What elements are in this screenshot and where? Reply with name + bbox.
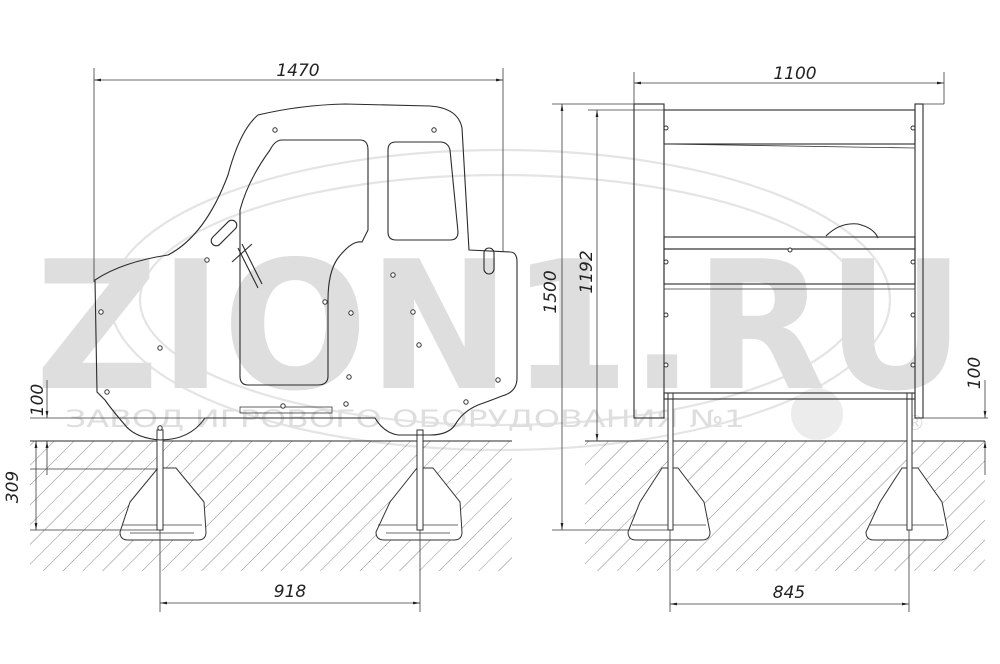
- side-steering-wheel-icon: [825, 223, 879, 239]
- dimension-labels: 1470 918 100 309 1100 1500 1192 100 845: [3, 61, 985, 603]
- cab-panel-outline: [94, 103, 518, 441]
- bolt-holes-front: [98, 127, 501, 431]
- post-front-right: [416, 429, 424, 531]
- watermark-tagline: ЗАВОД ИГРОВОГО ОБОРУДОВАНИЯ №1: [65, 405, 745, 433]
- handle-right: [483, 247, 495, 275]
- watermark-circle-icon: [791, 388, 843, 440]
- post-side-right: [906, 392, 913, 531]
- steering-wheel-icon: [231, 243, 263, 289]
- ground-section: [30, 440, 985, 571]
- dim-ground-clearance-right: 100: [965, 357, 985, 389]
- post-front-left: [156, 429, 164, 531]
- post-side-left: [667, 392, 674, 531]
- floor-board: [663, 392, 916, 400]
- side-window: [387, 141, 459, 241]
- dim-post-spacing-front: 918: [274, 582, 307, 602]
- dim-burial-depth: 309: [3, 471, 23, 503]
- dimension-lines-side: [552, 72, 988, 612]
- handle-left: [210, 219, 238, 247]
- roof-board: [663, 109, 916, 145]
- bottom-slot: [239, 406, 333, 414]
- watermark-ellipse-inner: [138, 173, 862, 427]
- bolt-holes-side: [663, 125, 916, 368]
- roof-underside: [663, 143, 916, 149]
- side-view: [633, 103, 924, 531]
- dim-total-height: 1500: [541, 270, 561, 313]
- dim-body-height: 1192: [577, 250, 597, 293]
- dimension-lines-front: [30, 68, 504, 612]
- dim-ground-clearance-left: 100: [28, 384, 48, 416]
- dim-post-spacing-side: 845: [773, 583, 805, 603]
- watermark: ZION1.RU ЗАВОД ИГРОВОГО ОБОРУДОВАНИЯ №1 …: [35, 148, 965, 452]
- dim-side-width: 1100: [773, 64, 816, 84]
- front-view: [94, 103, 518, 531]
- dim-total-width: 1470: [276, 61, 319, 81]
- door-opening: [239, 139, 369, 386]
